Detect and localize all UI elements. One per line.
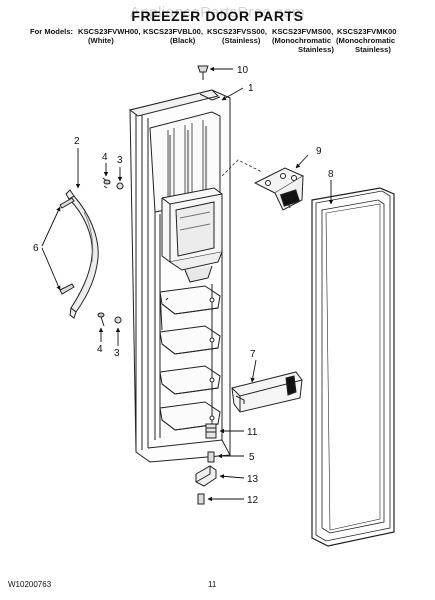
model-number: KSCS23FVMS00, xyxy=(272,27,334,36)
hinge-bracket xyxy=(253,167,305,211)
model-number: KSCS23FVMK00 xyxy=(337,27,397,36)
leader-lines xyxy=(41,66,334,502)
page-number: 11 xyxy=(208,580,217,589)
model-number: KSCS23FVWH00, xyxy=(78,27,141,36)
model-number: KSCS23FVSS00, xyxy=(207,27,267,36)
lower-screws xyxy=(97,312,122,327)
model-color: (Monochromatic xyxy=(272,36,332,45)
page-title: FREEZER DOOR PARTS xyxy=(131,8,304,24)
document-number: W10200763 xyxy=(8,580,52,589)
handle-screws xyxy=(59,197,75,295)
callout-4-lower: 4 xyxy=(97,344,103,355)
callout-1: 1 xyxy=(248,83,254,94)
callout-6: 6 xyxy=(33,243,39,254)
callout-2: 2 xyxy=(74,136,80,147)
callout-5: 5 xyxy=(249,452,255,463)
callout-labels: 10 1 2 4 3 9 8 6 4 3 7 11 5 13 12 xyxy=(33,65,334,506)
top-screw xyxy=(197,65,209,80)
upper-screws xyxy=(102,177,124,190)
model-color: (Black) xyxy=(170,36,196,45)
callout-4: 4 xyxy=(102,152,108,163)
shelf-bins xyxy=(159,284,221,432)
callout-8: 8 xyxy=(328,169,334,180)
watermark: AppliancePartsPros.com xyxy=(129,4,306,21)
door-handle xyxy=(65,189,99,319)
model-color: Stainless) xyxy=(298,45,334,54)
callout-3: 3 xyxy=(117,155,123,166)
door-gasket xyxy=(311,187,395,547)
callout-12: 12 xyxy=(247,495,259,506)
callout-10: 10 xyxy=(237,65,249,76)
callout-3-lower: 3 xyxy=(114,348,120,359)
hinge-dashed-guide xyxy=(221,159,263,177)
lower-hinge-parts xyxy=(195,423,217,505)
model-color: (White) xyxy=(88,36,114,45)
callout-9: 9 xyxy=(316,146,322,157)
model-color: Stainless) xyxy=(355,45,391,54)
model-number: KSCS23FVBL00, xyxy=(143,27,203,36)
model-color: (Stainless) xyxy=(222,36,261,45)
dispenser-housing xyxy=(161,187,223,283)
model-color: (Monochromatic xyxy=(336,36,396,45)
models-prefix: For Models: xyxy=(30,27,74,36)
door-bin xyxy=(231,371,303,413)
callout-11: 11 xyxy=(247,427,258,438)
callout-13: 13 xyxy=(247,474,259,485)
callout-7: 7 xyxy=(250,349,256,360)
